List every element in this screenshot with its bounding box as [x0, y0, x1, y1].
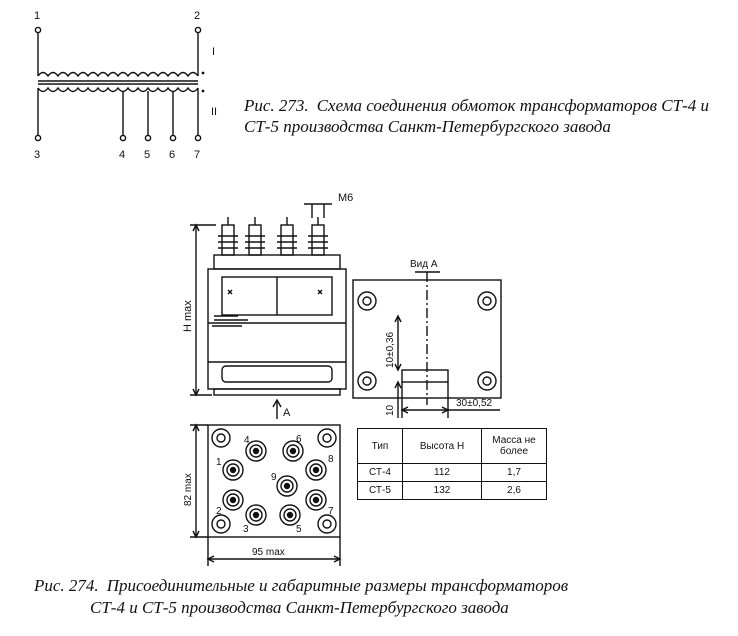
table-cell: СТ-4: [357, 463, 403, 482]
caption-text: Схема соединения обмоток трансформаторов…: [244, 96, 709, 136]
caption-prefix: Рис. 273.: [244, 96, 309, 115]
arrow-a-label: А: [283, 407, 291, 419]
dim-10: 10: [385, 404, 396, 416]
caption-prefix: Рис. 274.: [34, 576, 99, 595]
dim-10-036: 10±0,36: [385, 331, 396, 368]
figure-273-caption: Рис. 273.Схема соединения обмоток трансф…: [244, 95, 714, 137]
table-row: СТ-4 112 1,7: [357, 463, 547, 482]
pin-label-2: 2: [194, 10, 200, 22]
table-header-row: Тип Высота Н Масса не более: [357, 428, 547, 464]
terminal-label-5: 5: [296, 524, 302, 535]
terminal-circle: [119, 134, 127, 142]
figure-274-caption: Рис. 274. Присоединительные и габаритные …: [34, 575, 714, 596]
terminal-circle: [194, 26, 202, 34]
terminal-label-8: 8: [328, 454, 334, 465]
table-header-mass: Масса не более: [481, 428, 547, 464]
pin-label-6: 6: [169, 149, 175, 161]
dim-30-052: 30±0,52: [456, 398, 493, 409]
h-max-label: H max: [182, 300, 194, 332]
view-a: [352, 271, 502, 418]
bottom-view: [190, 423, 342, 566]
pin-label-5: 5: [144, 149, 150, 161]
table-header-type: Тип: [357, 428, 403, 464]
pin-label-7: 7: [194, 149, 200, 161]
terminal-circle: [169, 134, 177, 142]
m6-label: М6: [338, 192, 353, 204]
terminal-circle: [194, 134, 202, 142]
transformer-front-view: [190, 203, 347, 419]
terminal-label-6: 6: [296, 434, 302, 445]
terminal-label-1: 1: [216, 457, 222, 468]
terminal-label-3: 3: [243, 524, 249, 535]
table-cell: 132: [402, 481, 482, 500]
figure-274-caption-line-2: СТ-4 и СТ-5 производства Санкт-Петербург…: [90, 598, 509, 617]
view-a-label: Вид А: [410, 259, 438, 270]
dim-95-max: 95 max: [252, 547, 285, 558]
pin-label-4: 4: [119, 149, 125, 161]
pin-label-1: 1: [34, 10, 40, 22]
terminal-circle: [34, 134, 42, 142]
table-cell: 1,7: [481, 463, 547, 482]
table-cell: СТ-5: [357, 481, 403, 500]
winding-label-primary: I: [212, 46, 215, 58]
table-cell: 2,6: [481, 481, 547, 500]
terminal-label-7: 7: [328, 506, 334, 517]
winding-label-secondary: II: [211, 106, 217, 118]
table-cell: 112: [402, 463, 482, 482]
dimension-drawing: М6 H max А Вид А 10±0,36 10 30±0,52: [182, 192, 502, 566]
terminal-label-9: 9: [271, 472, 277, 483]
caption-line-1: Присоединительные и габаритные размеры т…: [106, 576, 569, 595]
terminal-circle: [144, 134, 152, 142]
dim-82-max: 82 max: [183, 473, 194, 506]
terminal-label-2: 2: [216, 506, 222, 517]
table-header-height: Высота Н: [402, 428, 482, 464]
terminal-label-4: 4: [244, 435, 250, 446]
terminal-circle: [34, 26, 42, 34]
pin-label-3: 3: [34, 149, 40, 161]
spec-table: Тип Высота Н Масса не более СТ-4 112 1,7…: [357, 428, 547, 500]
table-row: СТ-5 132 2,6: [357, 481, 547, 500]
winding-schematic: 1 2 I II 3 4 5 6 7: [34, 10, 217, 161]
